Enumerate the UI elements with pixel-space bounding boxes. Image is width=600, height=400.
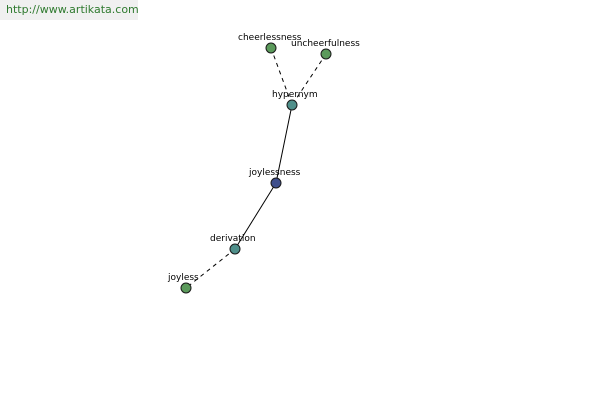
node-label-derivation: derivation — [210, 234, 256, 244]
node-label-cheerlessness: cheerlessness — [238, 33, 302, 43]
node-label-hypernym: hypernym — [272, 90, 318, 100]
edge-cheerlessness-hypernym — [270, 47, 293, 106]
node-label-joyless: joyless — [167, 273, 199, 283]
edge-derivation-joyless — [185, 248, 236, 289]
node-derivation[interactable] — [229, 243, 241, 255]
site-watermark: http://www.artikata.com — [0, 0, 138, 20]
node-hypernym[interactable] — [286, 99, 298, 111]
node-cheerlessness[interactable] — [265, 42, 277, 54]
edges-layer — [185, 47, 327, 289]
node-uncheerfulness[interactable] — [320, 48, 332, 60]
nodes-layer — [180, 42, 332, 294]
node-joyless[interactable] — [180, 282, 192, 294]
node-label-uncheerfulness: uncheerfulness — [291, 39, 360, 49]
edge-hypernym-joylessness — [275, 104, 293, 184]
node-label-joylessness: joylessness — [248, 168, 301, 178]
edge-uncheerfulness-hypernym — [291, 53, 327, 106]
node-joylessness[interactable] — [270, 177, 282, 189]
edge-joylessness-derivation — [234, 182, 277, 250]
